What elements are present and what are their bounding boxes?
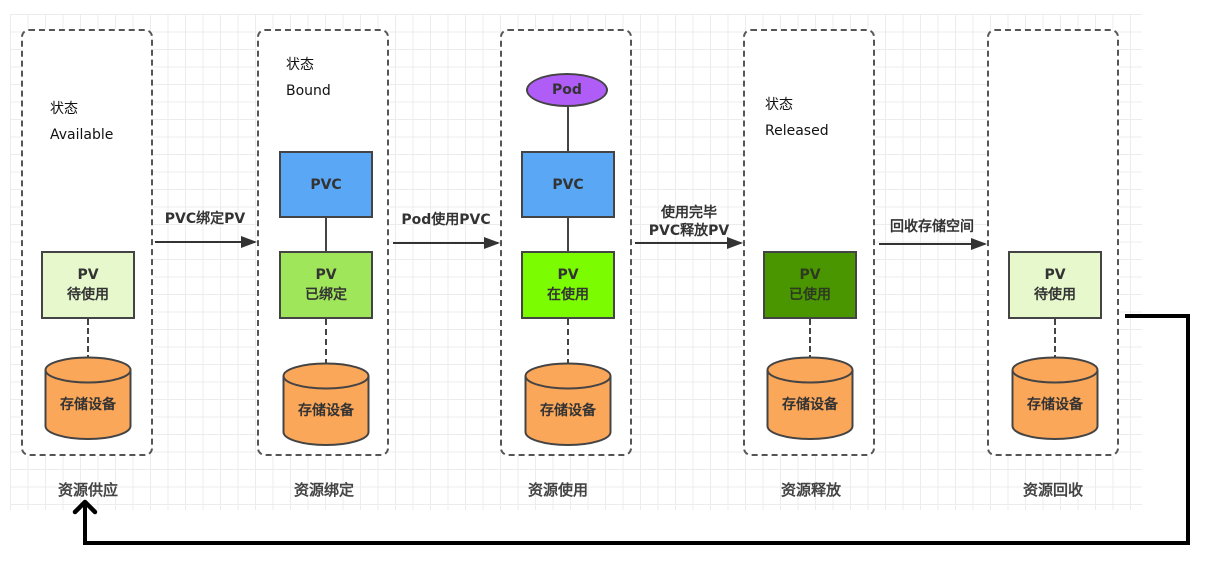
pv-state: 已使用 (789, 287, 831, 303)
pv-title: PV (799, 267, 821, 283)
storage-label: 存储设备 (782, 397, 838, 413)
pv-state: 已绑定 (305, 287, 347, 303)
solid-connector (567, 107, 569, 151)
stage-name-reclaiming: 资源回收 (1022, 481, 1083, 499)
status-value: Released (765, 123, 829, 139)
storage-device-cylinder: 存储设备 (1011, 356, 1099, 442)
pod-label: Pod (552, 82, 582, 98)
status-text-released: 状态 Released (765, 92, 829, 144)
status-value: Available (50, 127, 114, 143)
stage-name-binding: 资源绑定 (293, 481, 354, 499)
cylinder-icon (44, 356, 132, 440)
storage-device-cylinder: 存储设备 (766, 356, 854, 442)
cylinder-icon (524, 362, 612, 446)
loop-back-arrowhead-icon (72, 499, 98, 515)
status-text-available: 状态 Available (50, 96, 113, 148)
solid-connector (325, 218, 327, 251)
transition-text: Pod使用PVC (401, 212, 491, 228)
dashed-connector (809, 319, 811, 361)
stage-name-using: 资源使用 (527, 481, 588, 499)
loop-back-line (83, 314, 1190, 545)
transition-label-use: Pod使用PVC (392, 211, 500, 229)
pv-released-box: PV 已使用 (763, 251, 857, 319)
status-text-bound: 状态 Bound (286, 52, 331, 104)
storage-label: 存储设备 (60, 397, 116, 413)
storage-device-cylinder: 存储设备 (524, 362, 612, 448)
pv-title: PV (557, 267, 579, 283)
cylinder-icon (766, 356, 854, 440)
transition-label-release: 使用完毕 PVC释放PV (634, 204, 744, 240)
pv-in-use-box: PV 在使用 (521, 251, 615, 319)
status-value: Bound (286, 83, 331, 99)
pv-state: 待使用 (1034, 287, 1076, 303)
pv-state: 待使用 (67, 287, 109, 303)
pv-reclaimed-box: PV 待使用 (1008, 251, 1102, 319)
pvc-box: PVC (521, 151, 615, 218)
arrow-bind (155, 236, 257, 248)
arrow-release (635, 237, 743, 249)
pvc-label: PVC (552, 176, 584, 193)
dashed-connector (567, 319, 569, 365)
cylinder-icon (282, 362, 370, 446)
pv-state: 在使用 (547, 287, 589, 303)
status-label: 状态 (50, 101, 78, 117)
pv-title: PV (315, 267, 337, 283)
pvc-box: PVC (279, 151, 373, 218)
transition-text: PVC绑定PV (164, 211, 246, 227)
dashed-connector (325, 319, 327, 365)
pv-bound-box: PV 已绑定 (279, 251, 373, 319)
storage-label: 存储设备 (1027, 397, 1083, 413)
pod-ellipse: Pod (526, 73, 608, 107)
stage-name-provisioning: 资源供应 (57, 481, 118, 499)
pv-title: PV (77, 267, 99, 283)
transition-text: 回收存储空间 (890, 219, 974, 235)
transition-text-line1: 使用完毕 (661, 205, 717, 221)
transition-label-reclaim: 回收存储空间 (878, 218, 986, 236)
pv-available-box: PV 待使用 (41, 251, 135, 319)
arrow-use (393, 237, 500, 249)
dashed-connector (1054, 319, 1056, 361)
transition-label-bind: PVC绑定PV (153, 210, 257, 228)
storage-device-cylinder: 存储设备 (282, 362, 370, 448)
pv-title: PV (1044, 267, 1066, 283)
status-label: 状态 (765, 97, 793, 113)
dashed-connector (87, 319, 89, 361)
storage-label: 存储设备 (540, 403, 596, 419)
cylinder-icon (1011, 356, 1099, 440)
solid-connector (567, 218, 569, 251)
storage-label: 存储设备 (298, 403, 354, 419)
status-label: 状态 (286, 57, 314, 73)
transition-text-line2: PVC释放PV (648, 223, 730, 239)
pvc-label: PVC (310, 176, 342, 193)
storage-device-cylinder: 存储设备 (44, 356, 132, 442)
stage-name-releasing: 资源释放 (780, 481, 841, 499)
arrow-reclaim (879, 238, 987, 250)
